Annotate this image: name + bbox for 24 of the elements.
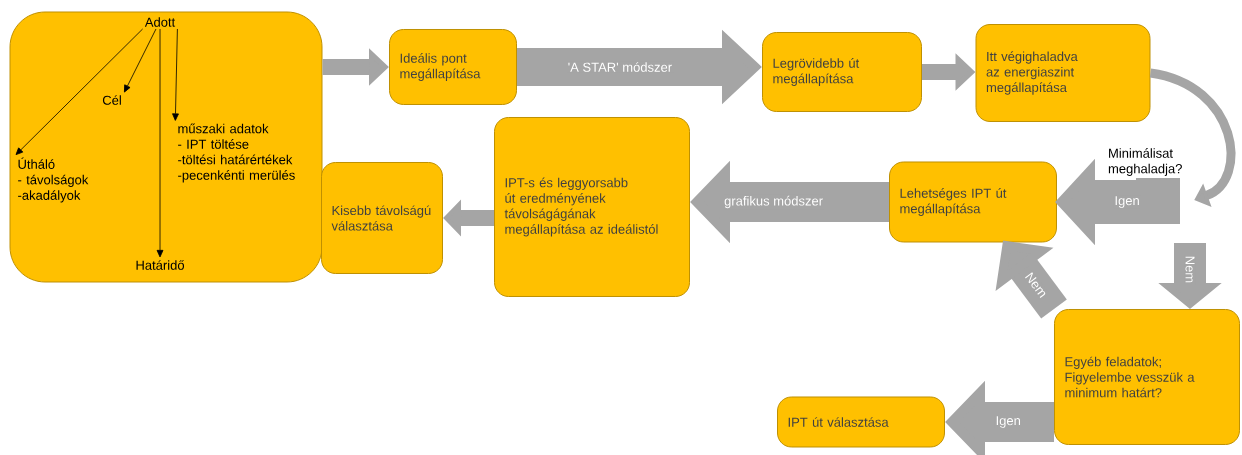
process-box: Itt végighaladva az energiaszint megállapítása xyxy=(975,24,1151,122)
input-text: Határidő xyxy=(136,260,185,270)
process-box: IPT-s és leggyorsabb út eredményének távolságágának megállapítása az ideálistól xyxy=(494,117,690,297)
input-box xyxy=(9,11,323,283)
arrow xyxy=(124,28,157,93)
input-text: Adott xyxy=(144,17,176,27)
process-box: Legrövidebb út megállapítása xyxy=(762,32,922,112)
curved-arrow xyxy=(1149,68,1236,207)
question-text: Minimálisat meghaladja? xyxy=(1108,148,1182,176)
input-text: Útháló - távolságok -akadályok xyxy=(18,157,89,203)
arrow xyxy=(172,28,179,121)
process-box: Ideális pont megállapítása xyxy=(389,29,517,105)
arrow-label: 'A STAR' módszer xyxy=(566,61,674,73)
input-text: Cél xyxy=(102,95,121,105)
arrow xyxy=(15,28,144,155)
arrow-label: Igen xyxy=(994,415,1022,429)
process-box: Kisebb távolságú választása xyxy=(321,162,443,274)
arrow-label: Igen xyxy=(1113,195,1141,209)
arrow-label: Nem xyxy=(1184,254,1196,285)
process-box: Lehetséges IPT út megállapítása xyxy=(889,161,1057,243)
process-box: IPT út választása xyxy=(777,396,945,448)
arrow xyxy=(156,28,164,258)
input-text: műszaki adatok - IPT töltése -töltési határértékek -pecenkénti merülés xyxy=(178,123,295,183)
process-box: Egyéb feladatok; Figyelembe vesszük a minimum határt? xyxy=(1054,309,1240,445)
